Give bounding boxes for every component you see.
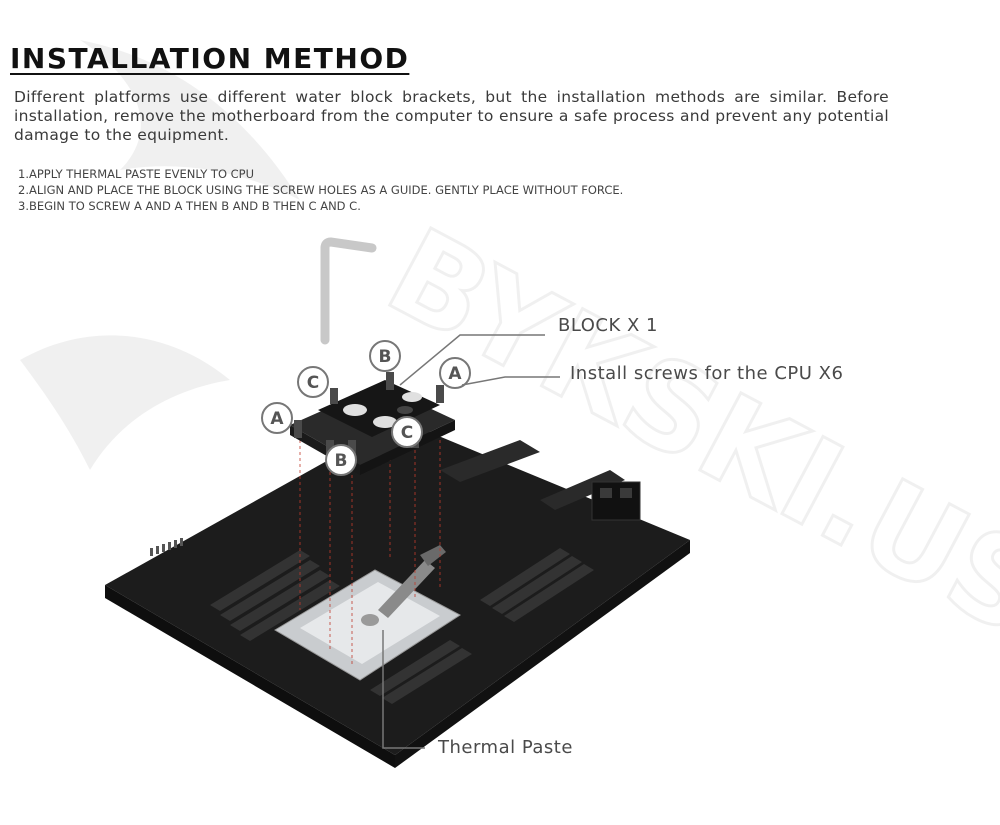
motherboard xyxy=(105,420,690,768)
screw-letter-b: B xyxy=(379,347,392,367)
page-title: INSTALLATION METHOD xyxy=(10,42,410,75)
installation-diagram: A C B A B C BLOCK X 1 Install screw xyxy=(0,230,1000,820)
screw-label-b-bottom: B xyxy=(325,444,357,476)
screw-label-c-left: C xyxy=(297,366,329,398)
screw-letter-c: C xyxy=(401,423,413,443)
screw-label-b-top: B xyxy=(369,340,401,372)
screw-letter-b: B xyxy=(335,451,348,471)
thermal-paste-dot xyxy=(361,614,379,626)
screws-callout: Install screws for the CPU X6 xyxy=(570,363,844,384)
step-item: 3.BEGIN TO SCREW A AND A THEN B AND B TH… xyxy=(18,199,361,213)
callout-leaders xyxy=(382,334,560,749)
screw-label-c-right: C xyxy=(391,416,423,448)
screw-label-a-right: A xyxy=(439,357,471,389)
step-item: 2.ALIGN AND PLACE THE BLOCK USING THE SC… xyxy=(18,183,624,197)
screw-letter-c: C xyxy=(307,373,319,393)
hex-key xyxy=(320,237,377,345)
steps-list: 1.APPLY THERMAL PASTE EVENLY TO CPU 2.AL… xyxy=(18,166,623,214)
step-item: 1.APPLY THERMAL PASTE EVENLY TO CPU xyxy=(18,167,255,181)
screw-letter-a: A xyxy=(448,364,462,384)
diagram-illustration: A C B A B C xyxy=(105,237,690,768)
screw-label-a-left: A xyxy=(261,402,293,434)
block-callout: BLOCK X 1 xyxy=(558,315,659,336)
thermal-paste-callout: Thermal Paste xyxy=(438,737,573,758)
screw-letter-a: A xyxy=(270,409,284,429)
intro-paragraph: Different platforms use different water … xyxy=(14,88,889,144)
